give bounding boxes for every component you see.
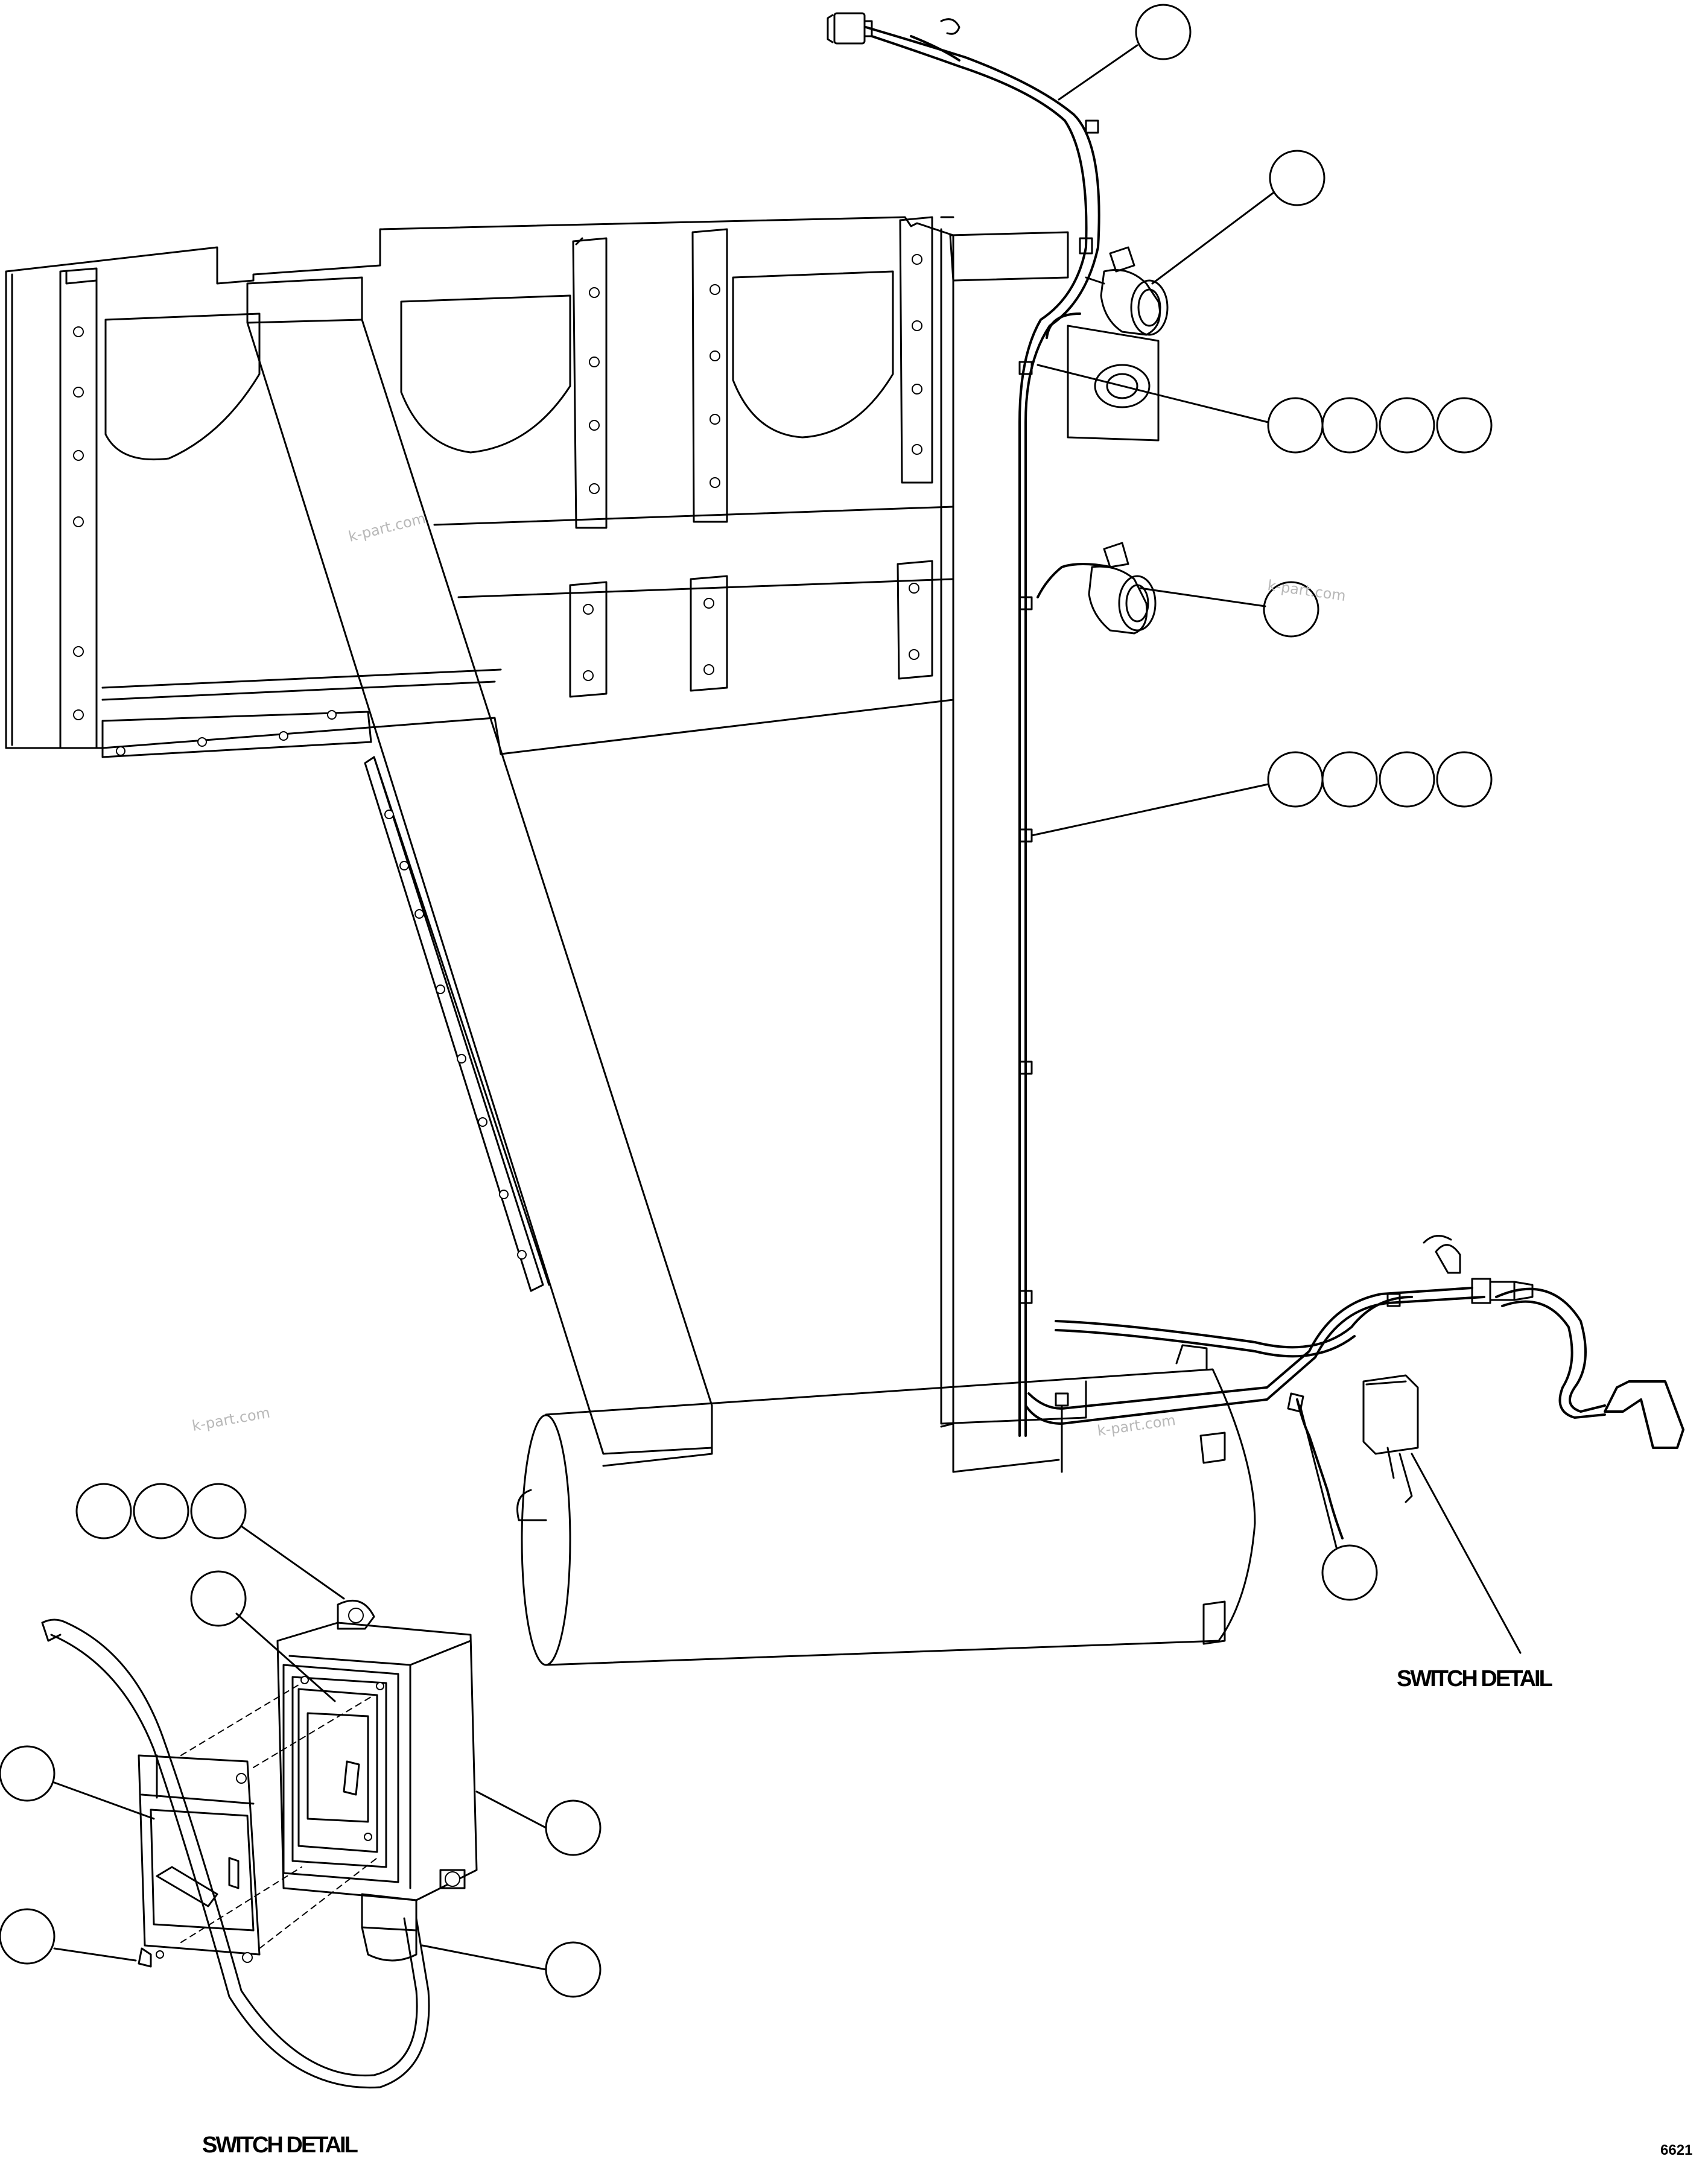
callout-7b	[133, 1483, 189, 1539]
switch-detail-inset	[41, 1599, 478, 2089]
callout-4	[1263, 581, 1319, 638]
callout-6	[1321, 1544, 1378, 1601]
work-lamp-upper	[1085, 246, 1169, 336]
callout-8	[190, 1570, 247, 1627]
callout-5a	[1267, 751, 1324, 808]
grommet-plate	[1067, 325, 1160, 442]
switch-detail-label-right: SWITCH DETAIL	[1397, 1666, 1553, 1691]
rear-connectors	[1423, 1235, 1534, 1304]
callout-3a	[1267, 397, 1324, 454]
side-rail	[364, 756, 550, 1292]
leader-lines	[53, 44, 1522, 1971]
wire-harness	[865, 26, 1684, 1539]
callout-3d	[1436, 397, 1493, 454]
fuel-tank	[516, 1344, 1256, 1666]
callout-9	[0, 1745, 56, 1802]
panel-openings	[104, 270, 894, 461]
callout-5c	[1379, 751, 1435, 808]
callout-11	[0, 1908, 56, 1965]
callout-bubbles	[0, 4, 1493, 1998]
callout-2	[1269, 150, 1325, 206]
harness-clips	[1018, 119, 1401, 1413]
bolt-holes	[73, 254, 922, 1963]
sheet-code: 6621	[1660, 2142, 1692, 2158]
callout-1	[1135, 4, 1192, 60]
diagonal-strut	[246, 276, 713, 1455]
watermark-3: k-part.com	[191, 1404, 271, 1434]
bracket-lower-set	[569, 560, 933, 698]
callout-5d	[1436, 751, 1493, 808]
bracket-mid-2	[691, 228, 728, 523]
watermark-1: k-part.com	[347, 510, 428, 545]
callout-10	[545, 1799, 602, 1856]
switch-detail-label-left: SWITCH DETAIL	[202, 2132, 358, 2158]
callout-7a	[75, 1483, 132, 1539]
watermark-2: k-part.com	[1266, 577, 1347, 604]
callout-3b	[1321, 397, 1378, 454]
tube-top-right	[940, 231, 1069, 1428]
bracket-right	[899, 216, 933, 484]
callout-3c	[1379, 397, 1435, 454]
work-lamp-lower	[1088, 542, 1157, 635]
bracket-mid-1	[572, 237, 608, 529]
main-column	[940, 216, 1087, 1473]
callout-5b	[1321, 751, 1378, 808]
callout-7c	[190, 1483, 247, 1539]
top-connector	[827, 12, 960, 45]
bracket-left	[59, 267, 98, 749]
callout-12	[545, 1941, 602, 1998]
switch-right	[1362, 1374, 1419, 1503]
